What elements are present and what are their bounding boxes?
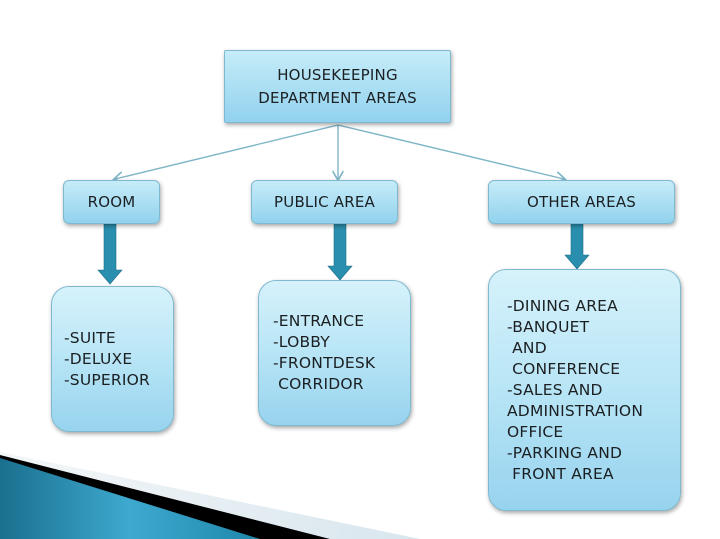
root-label-line1: HOUSEKEEPING: [277, 65, 398, 84]
list-item: OFFICE: [507, 422, 564, 441]
public-area-items-box: -ENTRANCE -LOBBY -FRONTDESK CORRIDOR: [258, 280, 411, 426]
list-item: -ENTRANCE: [273, 312, 365, 330]
category-other-areas: OTHER AREAS: [488, 180, 675, 224]
list-item: -PARKING AND: [507, 443, 623, 462]
category-other-areas-label: OTHER AREAS: [526, 193, 637, 211]
list-item: -DINING AREA: [507, 296, 618, 315]
list-item: FRONT AREA: [507, 464, 614, 483]
arrow-room: [97, 223, 123, 285]
room-items-box: -SUITE -DELUXE -SUPERIOR: [51, 286, 174, 432]
root-node: HOUSEKEEPING DEPARTMENT AREAS: [224, 50, 451, 123]
category-room-label: ROOM: [87, 193, 136, 211]
category-public-area: PUBLIC AREA: [251, 180, 398, 224]
list-item: -SUITE: [64, 328, 116, 347]
category-room: ROOM: [63, 180, 160, 224]
list-item: ADMINISTRATION: [507, 401, 644, 420]
arrow-other: [564, 222, 590, 270]
connector-other: [337, 124, 564, 179]
other-areas-items-box: -DINING AREA -BANQUET AND CONFERENCE -SA…: [488, 269, 681, 511]
list-item: -FRONTDESK: [273, 354, 376, 372]
list-item: -DELUXE: [64, 349, 133, 368]
list-item: CONFERENCE: [507, 359, 621, 378]
list-item: CORRIDOR: [273, 375, 364, 393]
list-item: AND: [507, 338, 547, 357]
list-item: -SALES AND: [507, 380, 603, 399]
list-item: -BANQUET: [507, 317, 590, 336]
root-label-line2: DEPARTMENT AREAS: [258, 88, 417, 107]
category-public-area-label: PUBLIC AREA: [274, 193, 375, 211]
connector-room: [115, 124, 339, 179]
list-item: -LOBBY: [273, 333, 330, 351]
arrow-public: [327, 222, 353, 281]
list-item: -SUPERIOR: [64, 370, 151, 389]
